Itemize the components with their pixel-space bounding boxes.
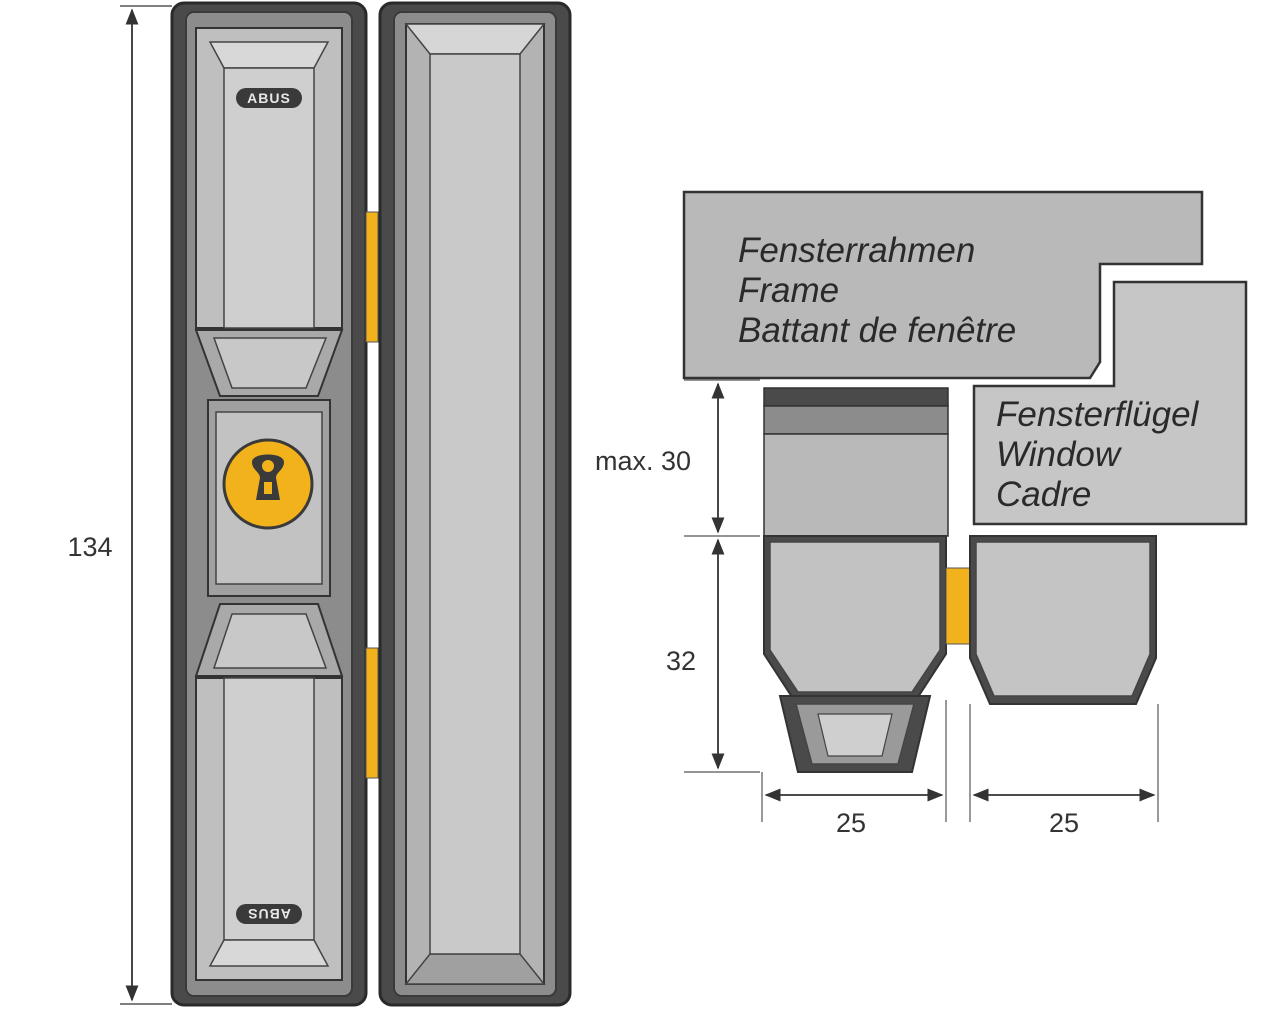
max-gap-dimension: max. 30 [595, 379, 760, 537]
width-dimension-right: 25 [969, 704, 1159, 838]
width-dimension-left: 25 [761, 700, 947, 838]
height-dimension: 134 [67, 5, 172, 1005]
spacer-strip-section [945, 567, 971, 645]
sash-label-fr: Cadre [996, 475, 1091, 514]
lock-body-section [763, 535, 947, 773]
lock-body: ABUS ABUS [170, 1, 368, 1007]
frame-label-de: Fensterrahmen [738, 231, 975, 270]
dimension-height-label: 134 [67, 532, 112, 562]
keeper-bar [378, 1, 572, 1007]
sash-label-en: Window [996, 435, 1123, 474]
upper-handle [194, 27, 344, 397]
frame-block [682, 190, 1204, 380]
mount-spacer [763, 387, 949, 537]
dimension-width-right-label: 25 [1049, 808, 1079, 838]
brand-plate-bottom: ABUS [236, 904, 302, 924]
sash-block [972, 280, 1248, 526]
lower-handle [194, 603, 344, 981]
keeper-section [969, 535, 1157, 705]
depth-dimension: 32 [666, 538, 760, 773]
dimension-max-gap-label: max. 30 [595, 446, 691, 476]
spacer-strip-bottom [365, 647, 379, 779]
dimension-depth-label: 32 [666, 646, 696, 676]
brand-logo-top: ABUS [247, 90, 291, 106]
frame-label-en: Frame [738, 271, 839, 310]
brand-logo-bottom: ABUS [247, 906, 291, 922]
cylinder-section [207, 399, 331, 597]
frame-label-fr: Battant de fenêtre [738, 311, 1016, 350]
cross-section: Fensterrahmen Frame Battant de fenêtre F… [595, 190, 1248, 838]
spacer-strip-top [365, 211, 379, 343]
dimension-width-left-label: 25 [836, 808, 866, 838]
sash-label-de: Fensterflügel [996, 395, 1200, 434]
brand-plate-top: ABUS [236, 88, 302, 108]
